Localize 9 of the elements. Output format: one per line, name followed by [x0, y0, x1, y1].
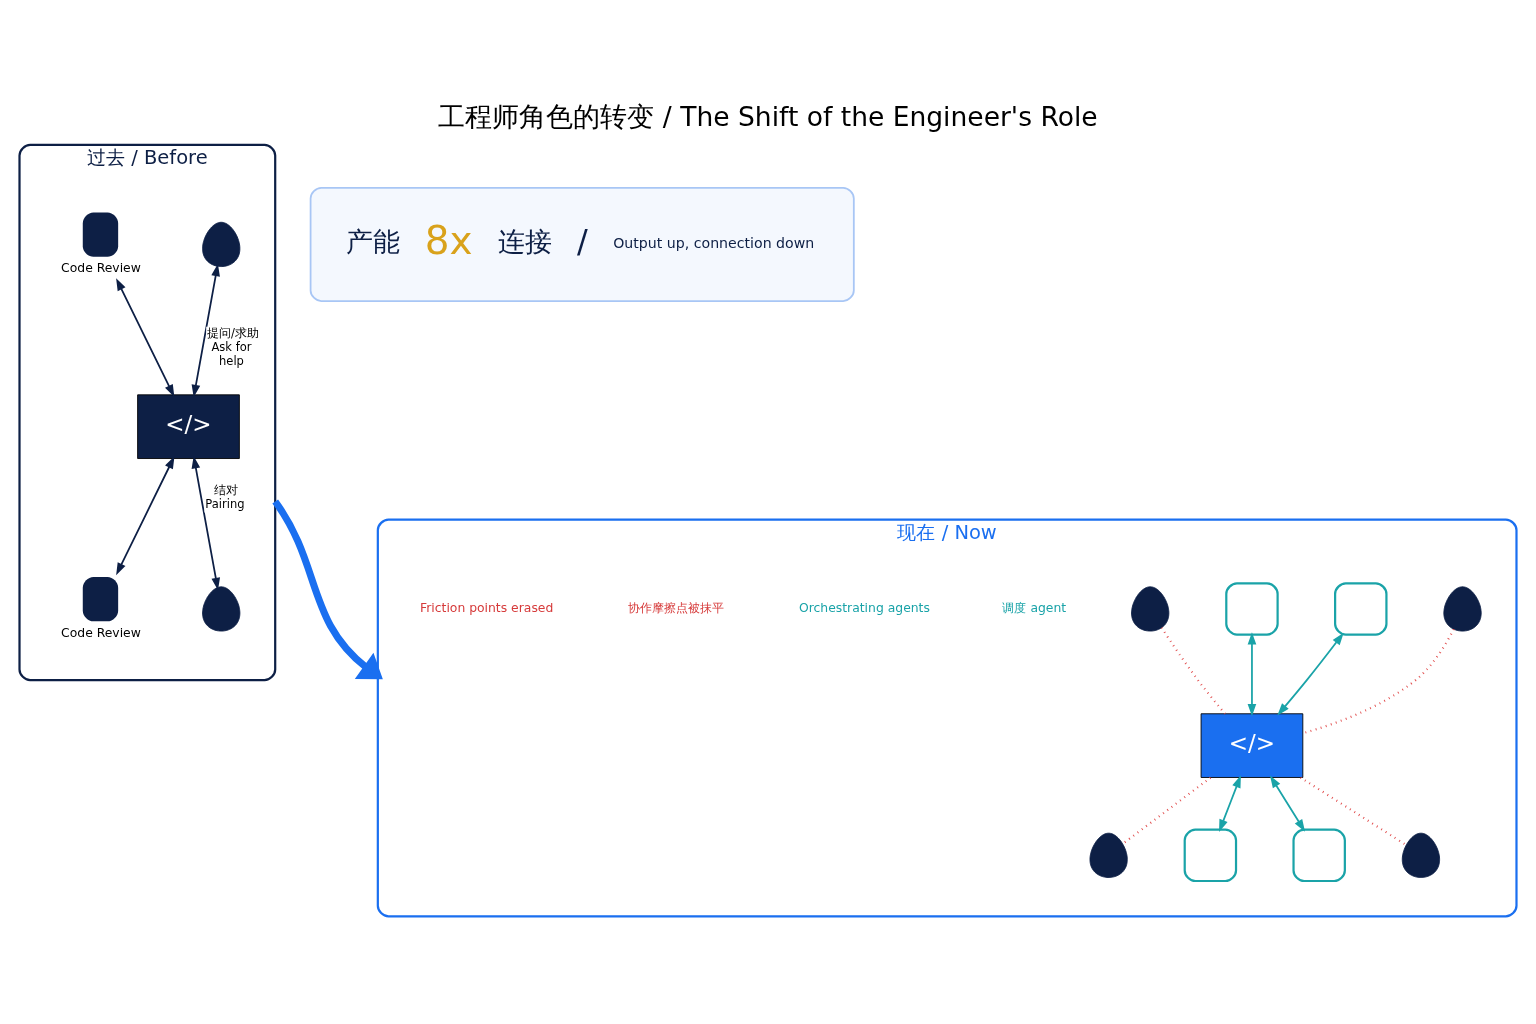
diagram-title: 工程师角色的转变 / The Shift of the Engineer's Role [438, 100, 1098, 132]
edge-label: 结对 Pairing [205, 482, 245, 511]
edge-label: 提问/求助 Ask for help [207, 325, 259, 368]
node-label: Code Review [61, 260, 141, 275]
label: 调度 agent [1002, 600, 1067, 615]
label: Orchestrating agents [798, 600, 930, 615]
node-label: Code Review [61, 625, 141, 640]
label: 协作摩擦点被抹平 [627, 600, 724, 615]
label: Friction points erased [419, 600, 554, 615]
